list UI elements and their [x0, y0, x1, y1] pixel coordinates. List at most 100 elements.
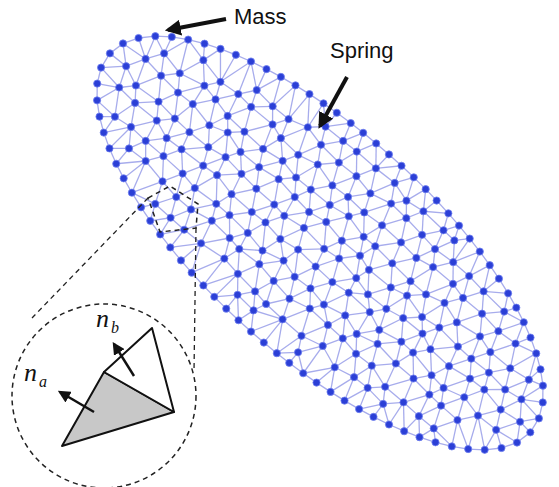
mass-point [465, 445, 472, 452]
spring-line [180, 40, 188, 74]
mass-point [279, 316, 286, 323]
mass-point [495, 275, 502, 282]
mass-point [177, 257, 184, 264]
mass-point [392, 360, 399, 367]
spring-line [308, 94, 310, 127]
mass-point [157, 72, 164, 79]
mass-point [493, 426, 500, 433]
mass-point [237, 148, 244, 155]
mass-point [364, 291, 371, 298]
mass-point [241, 128, 248, 135]
mass-point [312, 263, 319, 270]
leader-arrow [168, 19, 226, 30]
spring-line [298, 127, 308, 155]
spring-line [469, 252, 480, 276]
mass-point [94, 80, 101, 87]
mass-point [403, 292, 410, 299]
spring-line [324, 293, 349, 305]
mass-point [256, 164, 263, 171]
mass-point [525, 376, 532, 383]
spring-line [262, 222, 265, 250]
part-label: Spring [330, 40, 394, 62]
mass-point [127, 123, 134, 130]
spring-line [385, 379, 413, 387]
mass-point [235, 90, 242, 97]
mass-point [280, 257, 287, 264]
mass-point [440, 384, 447, 391]
mass-point [277, 73, 284, 80]
mass-point [459, 294, 466, 301]
mass-point [403, 197, 410, 204]
mass-point [291, 193, 298, 200]
mass-point [445, 210, 452, 217]
mass-point [333, 109, 340, 116]
mass-point [178, 146, 185, 153]
zoom-region [148, 186, 198, 232]
mass-point [176, 70, 183, 77]
mass-point [224, 112, 231, 119]
mass-point [142, 137, 149, 144]
normal-symbol: n [96, 306, 109, 332]
spring-line [201, 243, 224, 258]
mass-point [374, 340, 381, 347]
mass-point [415, 413, 422, 420]
spring-line [403, 402, 405, 431]
mass-point [450, 259, 457, 266]
spring-line [364, 204, 391, 213]
spring-line [430, 347, 457, 350]
spring-line [273, 77, 281, 106]
mass-point [263, 66, 270, 73]
mass-point [398, 162, 405, 169]
mass-point [428, 372, 435, 379]
mass-point [174, 89, 181, 96]
mass-point [106, 50, 113, 57]
part-label: Mass [234, 6, 287, 28]
mass-point [480, 288, 487, 295]
mass-point [407, 278, 414, 285]
mass-point [100, 129, 107, 136]
mass-point [397, 239, 404, 246]
spring-line [444, 379, 470, 388]
spring-line [478, 390, 484, 416]
mass-point [313, 379, 320, 386]
mass-point [281, 212, 288, 219]
mass-point [201, 82, 208, 89]
mass-point [152, 33, 159, 40]
mass-point [226, 234, 233, 241]
mass-point [116, 84, 123, 91]
mass-point [335, 255, 342, 262]
mass-point [387, 284, 394, 291]
mass-point [518, 396, 525, 403]
mass-point [400, 314, 407, 321]
mass-point [236, 245, 243, 252]
mass-point [486, 262, 493, 269]
mass-point [345, 213, 352, 220]
mass-point [200, 282, 207, 289]
spring-line [295, 250, 299, 277]
mass-point [217, 45, 224, 52]
mass-point [505, 290, 512, 297]
mass-point [234, 270, 241, 277]
mass-point [131, 99, 138, 106]
mass-point [185, 36, 192, 43]
mass-point [211, 293, 218, 300]
mass-point [329, 279, 336, 286]
spring-line [369, 270, 391, 288]
mass-point [466, 235, 473, 242]
mass-point [422, 186, 429, 193]
mass-point [498, 444, 505, 451]
mass-point [497, 406, 504, 413]
mass-point [329, 182, 336, 189]
mass-point [256, 261, 263, 268]
mass-point [430, 425, 437, 432]
spring-line [264, 319, 283, 342]
mass-point [314, 161, 321, 168]
spring-line [423, 211, 443, 230]
mass-point [285, 116, 292, 123]
spring-line [452, 420, 458, 446]
mass-point [401, 428, 408, 435]
mass-point [251, 288, 258, 295]
mass-point [409, 349, 416, 356]
mass-point [520, 319, 527, 326]
